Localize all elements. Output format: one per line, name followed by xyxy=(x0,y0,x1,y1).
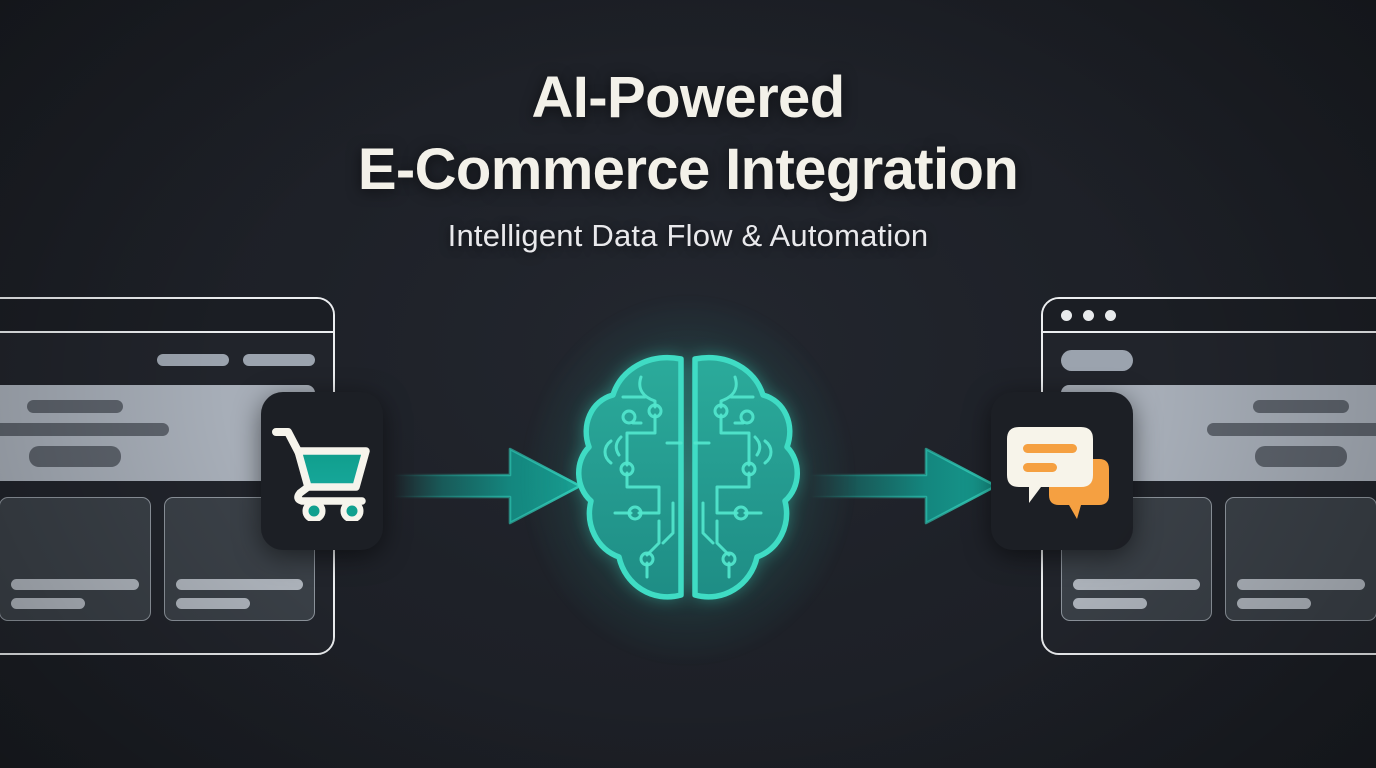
storefront-navbar xyxy=(0,347,315,373)
product-price-placeholder xyxy=(11,598,86,609)
chat-bubbles-icon xyxy=(1007,427,1109,519)
support-card-meta-placeholder xyxy=(1073,598,1147,609)
arrow-right-icon xyxy=(392,447,582,525)
storefront-nav-link-2[interactable] xyxy=(243,354,315,366)
traffic-light-maximize-icon[interactable] xyxy=(1105,309,1116,321)
storefront-nav-link-1[interactable] xyxy=(157,354,229,366)
brain-circuit-traces-right xyxy=(693,375,773,579)
chat-line-1 xyxy=(1023,444,1077,453)
traffic-light-minimize-icon[interactable] xyxy=(1083,309,1094,321)
page-title-line-1: AI-Powered xyxy=(531,65,845,130)
brain-right-hemisphere xyxy=(692,355,800,600)
hero-eyebrow-placeholder xyxy=(1253,399,1349,413)
page-subtitle: Intelligent Data Flow & Automation xyxy=(447,217,929,253)
storefront-nav-links xyxy=(157,354,315,366)
hero-headline-placeholder xyxy=(0,422,169,436)
window-titlebar-left xyxy=(0,299,333,333)
shopping-cart-icon xyxy=(272,428,370,521)
headings-block: AI-Powered E-Commerce Integration Intell… xyxy=(0,62,1376,254)
ai-brain-processor xyxy=(529,303,847,657)
support-card-grid xyxy=(1061,497,1376,621)
arrow-right-icon xyxy=(808,447,998,525)
support-navbar xyxy=(1061,347,1376,373)
product-title-placeholder xyxy=(11,579,139,590)
support-logo-placeholder[interactable] xyxy=(1061,349,1133,371)
brain-circuit-traces-left xyxy=(603,375,683,579)
support-card-meta-placeholder xyxy=(1237,598,1312,609)
flow-arrow-1 xyxy=(392,447,582,525)
window-titlebar-right xyxy=(1043,299,1376,333)
product-card[interactable] xyxy=(0,497,151,621)
product-price-placeholder xyxy=(175,598,250,609)
traffic-light-close-icon[interactable] xyxy=(1061,309,1072,321)
brain-left-hemisphere xyxy=(576,355,684,600)
flow-arrow-2 xyxy=(808,447,998,525)
hero-cta-button-placeholder[interactable] xyxy=(29,445,121,467)
page-title-line-2: E-Commerce Integration xyxy=(357,136,1019,202)
page-title: AI-Powered E-Commerce Integration xyxy=(0,62,1376,206)
chat-line-2 xyxy=(1023,463,1057,472)
hero-cta-button-placeholder[interactable] xyxy=(1255,445,1347,467)
destination-icon-badge xyxy=(991,392,1133,550)
product-title-placeholder xyxy=(175,579,303,590)
ai-brain-circuit-icon xyxy=(576,355,800,600)
hero-eyebrow-placeholder xyxy=(27,399,123,413)
support-card-title-placeholder xyxy=(1237,579,1365,590)
support-card-title-placeholder xyxy=(1073,579,1201,590)
support-card[interactable] xyxy=(1225,497,1376,621)
hero-headline-placeholder xyxy=(1207,422,1376,436)
source-icon-badge xyxy=(261,392,383,550)
